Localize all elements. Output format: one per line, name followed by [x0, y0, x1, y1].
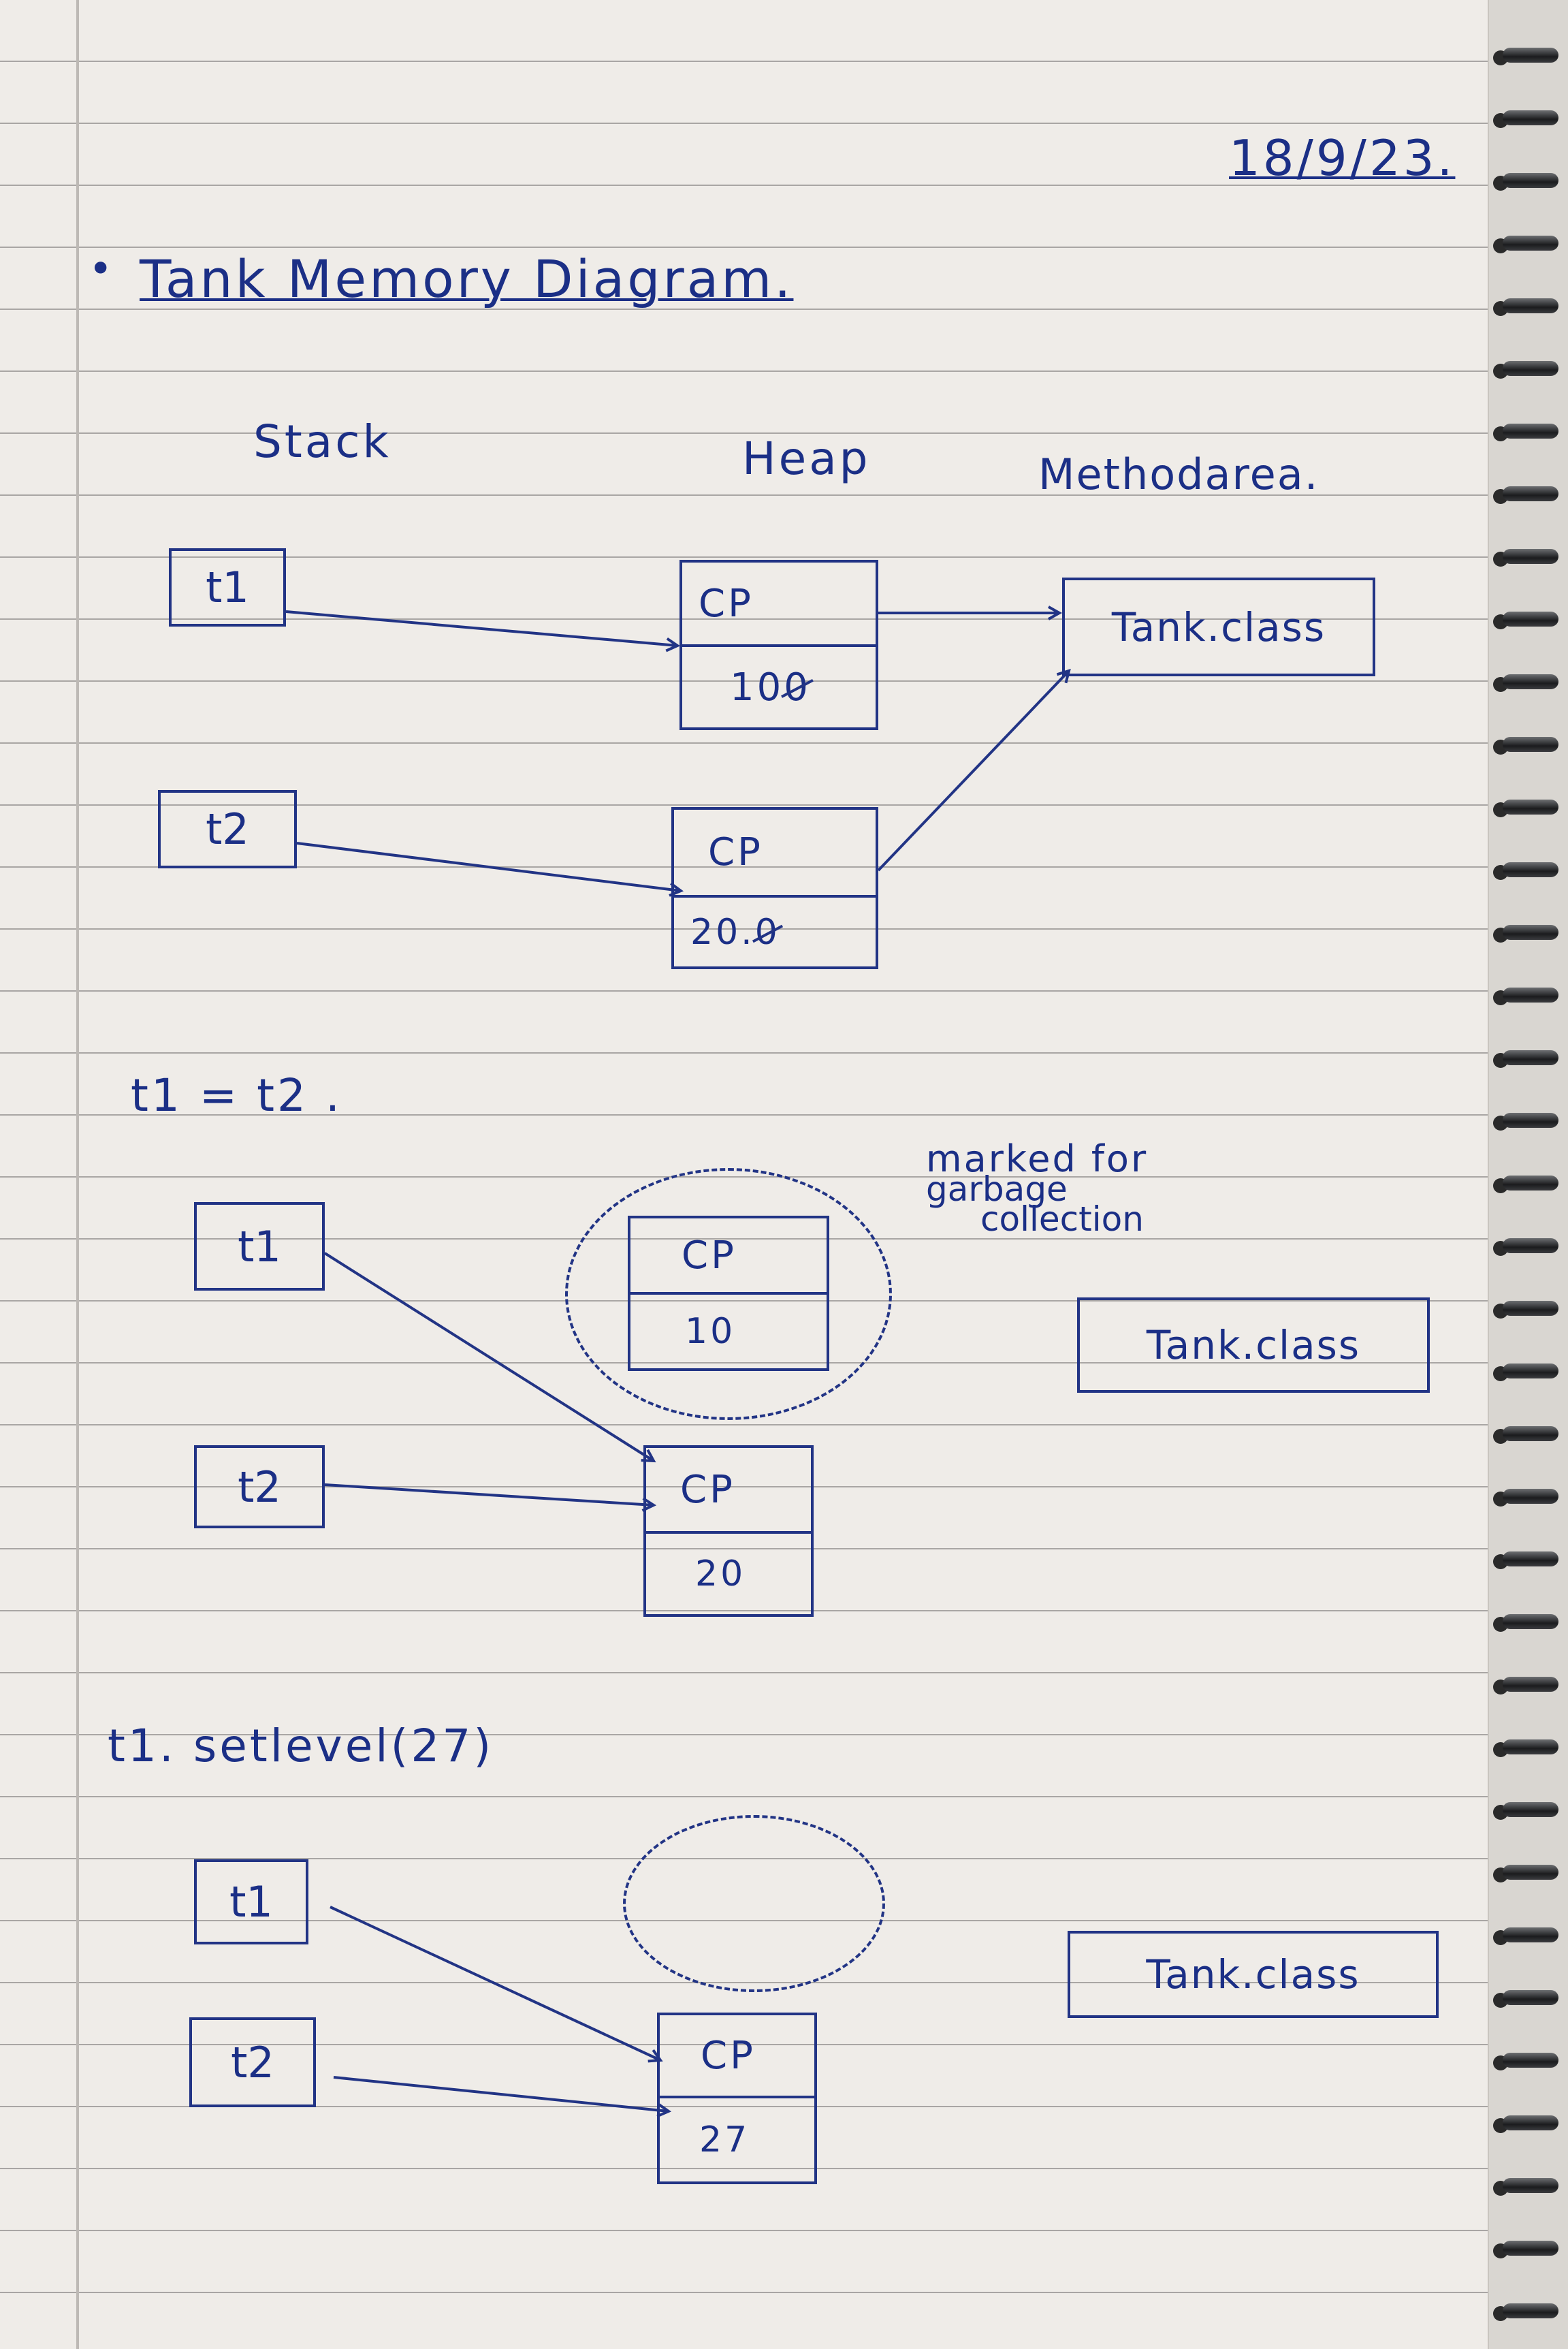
bullet: •: [89, 245, 113, 293]
binding-ring: [1503, 1113, 1558, 1128]
method-area-class-3: Tank.class: [1068, 1931, 1439, 2018]
binding-ring: [1503, 298, 1558, 313]
binding-ring: [1503, 1551, 1558, 1566]
arrow-t2-to-heap2: [324, 1483, 654, 1505]
margin-line: [76, 0, 79, 2349]
binding-ring: [1503, 737, 1558, 752]
binding-ring: [1503, 2241, 1558, 2256]
binding-ring: [1503, 1238, 1558, 1253]
date: 18/9/23.: [1229, 129, 1456, 187]
binding-ring: [1503, 424, 1558, 439]
garbage-object-ref: CP: [682, 1233, 737, 1278]
garbage-note-line-3: collection: [980, 1199, 1144, 1239]
binding-ring: [1503, 1301, 1558, 1316]
binding-ring: [1503, 1802, 1558, 1817]
binding-ring: [1503, 236, 1558, 251]
binding-ring: [1503, 1050, 1558, 1065]
binding-ring: [1503, 1865, 1558, 1880]
garbage-circle: [565, 1168, 892, 1420]
stack-var-t1: t1: [194, 1859, 308, 1944]
struck-digit: 0: [784, 665, 811, 710]
binding-ring: [1503, 612, 1558, 627]
garbage-object-value: 10: [685, 1311, 736, 1352]
binding-ring: [1503, 800, 1558, 815]
heap-object-1-ref: CP: [699, 581, 754, 626]
heap-object-ref: CP: [701, 2033, 756, 2078]
assignment-statement: t1 = t2 .: [131, 1069, 342, 1122]
binding-ring: [1503, 173, 1558, 188]
heap-object-ref: CP: [680, 1467, 735, 1512]
heap-object-1-value: 100: [730, 665, 811, 710]
binding-ring: [1503, 1990, 1558, 2005]
arrow-heap2-to-class: [877, 671, 1069, 872]
heap-object: CP 27: [657, 2013, 817, 2184]
arrow-t1-to-heap2: [323, 1252, 654, 1461]
binding-ring: [1503, 925, 1558, 940]
heap-object-2-ref: CP: [708, 830, 763, 874]
binding-ring: [1503, 1927, 1558, 1942]
binding-ring: [1503, 1614, 1558, 1629]
binding-ring: [1503, 988, 1558, 1003]
class-label: Tank.class: [1146, 1951, 1360, 1998]
binding-ring: [1503, 2115, 1558, 2130]
stack-var-t1: t1: [169, 548, 286, 627]
binding-ring: [1503, 1677, 1558, 1692]
heap-object-2: CP 20: [643, 1445, 814, 1617]
class-label: Tank.class: [1111, 603, 1326, 650]
stack-heading: Stack: [253, 415, 391, 468]
heap-object-value: 20: [695, 1554, 746, 1594]
arrow-t2-to-heap: [296, 842, 681, 891]
stack-var-t2: t2: [189, 2017, 316, 2107]
method-area-class-2: Tank.class: [1077, 1297, 1430, 1393]
class-label: Tank.class: [1146, 1322, 1361, 1368]
binding-ring: [1503, 862, 1558, 877]
binding-ring: [1503, 48, 1558, 63]
garbage-note-line-2: garbage: [926, 1169, 1068, 1209]
binding-ring: [1503, 1176, 1558, 1191]
heap-object-value: 27: [699, 2119, 750, 2160]
binding-ring: [1503, 110, 1558, 125]
binding-ring: [1503, 674, 1558, 689]
binding-ring: [1503, 2303, 1558, 2318]
heap-object-1: CP 100: [679, 560, 878, 730]
spiral-binding: [1488, 0, 1568, 2349]
binding-ring: [1503, 549, 1558, 564]
binding-ring: [1503, 1426, 1558, 1441]
heap-object-2-value: 20.0: [690, 911, 780, 953]
binding-ring: [1503, 1489, 1558, 1504]
heap-heading: Heap: [742, 432, 871, 485]
garbage-note-line-1: marked for: [926, 1137, 1149, 1180]
binding-ring: [1503, 361, 1558, 376]
stack-var-t2: t2: [194, 1445, 325, 1528]
stack-var-t2: t2: [158, 790, 297, 868]
stack-var-t1: t1: [194, 1202, 325, 1291]
method-area-heading: Methodarea.: [1038, 450, 1319, 499]
binding-ring: [1503, 1363, 1558, 1378]
garbage-note: marked for garbage collection: [926, 1137, 1149, 1239]
binding-ring: [1503, 2178, 1558, 2193]
binding-ring: [1503, 486, 1558, 501]
garbage-heap-object: CP 10: [628, 1216, 829, 1371]
binding-ring: [1503, 1739, 1558, 1754]
method-area-class-1: Tank.class: [1062, 578, 1375, 676]
arrow-t1-to-obj: [330, 1906, 660, 2060]
arrow-t1-to-heap: [285, 610, 677, 646]
empty-garbage-circle: [623, 1815, 885, 1992]
method-call-statement: t1. setlevel(27): [108, 1720, 494, 1772]
struck-digit: 0: [754, 911, 780, 953]
arrow-t2-to-obj: [333, 2076, 669, 2111]
binding-ring: [1503, 2053, 1558, 2068]
page-title: Tank Memory Diagram.: [140, 249, 794, 309]
